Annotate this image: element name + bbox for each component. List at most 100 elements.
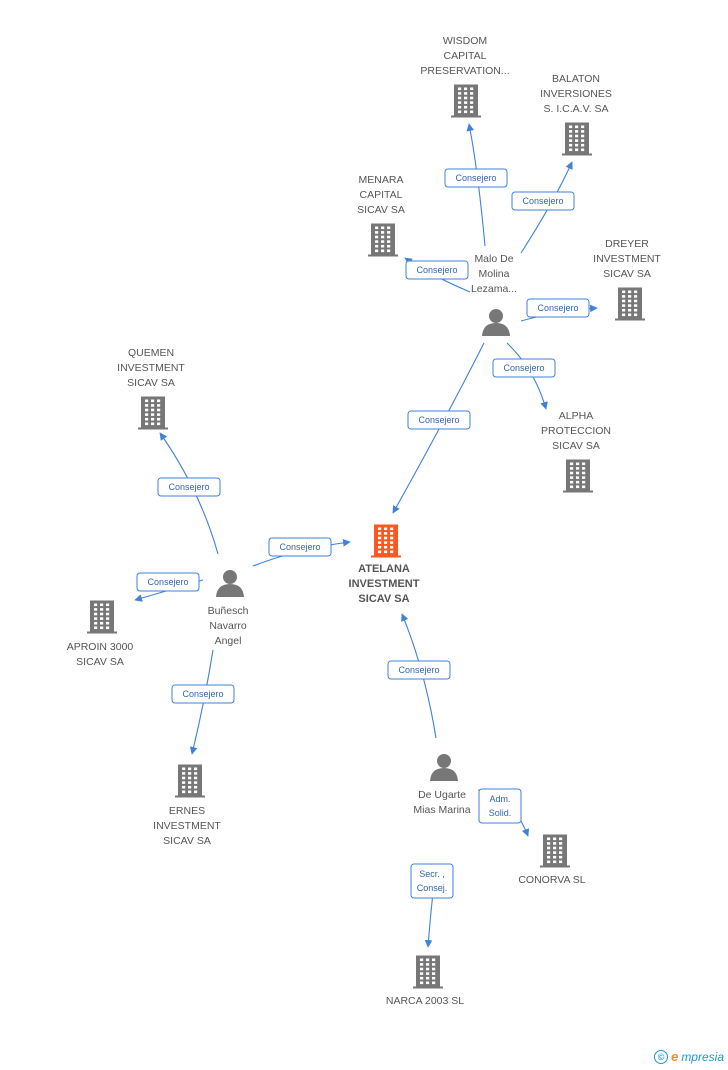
building-icon — [368, 223, 398, 257]
edge-label-malo-alpha[interactable]: Consejero — [492, 358, 556, 378]
node-label-narca: NARCA 2003 SL — [386, 995, 464, 1007]
building-icon — [175, 764, 205, 798]
node-dreyer[interactable]: DREYER INVESTMENT SICAV SA — [593, 238, 661, 321]
node-label-alpha: ALPHA — [559, 410, 593, 422]
edge-label-box — [526, 298, 590, 318]
node-label-ernes: INVESTMENT — [153, 820, 221, 832]
edge-label-box — [136, 572, 200, 592]
node-conorva[interactable]: CONORVA SL — [518, 834, 586, 887]
edge-label-box — [268, 537, 332, 557]
edge-label-box — [405, 260, 469, 280]
building-icon — [87, 600, 117, 634]
node-label-malo: Molina — [479, 268, 510, 280]
node-label-atelana: INVESTMENT — [349, 578, 420, 590]
edge-label-deugarte-narca[interactable]: Secr. , Consej. — [410, 863, 454, 899]
copyright-icon: © — [654, 1049, 669, 1064]
edge-label-text: Consej. — [417, 883, 448, 893]
node-label-balaton: S. I.C.A.V. SA — [544, 103, 609, 115]
edge-label-box — [478, 788, 522, 824]
node-label-balaton: INVERSIONES — [540, 88, 612, 100]
node-label-deugarte: De Ugarte — [418, 789, 466, 801]
node-label-deugarte: Mias Marina — [413, 804, 470, 816]
building-icon — [562, 122, 592, 156]
edge-label-bunesch-aproin[interactable]: Consejero — [136, 572, 200, 592]
node-narca[interactable]: NARCA 2003 SL — [386, 955, 464, 1008]
edge-label-bunesch-quemen[interactable]: Consejero — [157, 477, 221, 497]
node-quemen[interactable]: QUEMEN INVESTMENT SICAV SA — [117, 347, 185, 430]
node-atelana[interactable]: ATELANA INVESTMENT SICAV SA — [349, 524, 420, 606]
building-icon — [615, 287, 645, 321]
node-label-aproin: APROIN 3000 — [67, 641, 134, 653]
edge-label-box — [444, 168, 508, 188]
node-label-dreyer: SICAV SA — [603, 268, 651, 280]
edge-label-text: Consejero — [455, 173, 496, 183]
brand-logo-initial: e — [671, 1049, 679, 1064]
node-label-atelana: ATELANA — [358, 563, 410, 575]
node-label-quemen: INVESTMENT — [117, 362, 185, 374]
node-label-alpha: PROTECCION — [541, 425, 611, 437]
edge-label-text: Consejero — [398, 665, 439, 675]
edge-label-box — [407, 410, 471, 430]
edge-label-malo-balaton[interactable]: Consejero — [511, 191, 575, 211]
edge-label-text: Consejero — [168, 482, 209, 492]
node-label-wisdom: PRESERVATION... — [420, 65, 509, 77]
edge-label-box — [511, 191, 575, 211]
node-label-balaton: BALATON — [552, 73, 600, 85]
node-label-conorva: CONORVA SL — [518, 874, 585, 886]
edge-label-text: Consejero — [522, 196, 563, 206]
edge-label-bunesch-ernes[interactable]: Consejero — [171, 684, 235, 704]
node-malo[interactable]: Malo DeMolinaLezama... — [471, 253, 517, 336]
node-wisdom[interactable]: WISDOM CAPITAL PRESERVATION... — [420, 35, 510, 118]
edge-label-text: Secr. , — [419, 869, 445, 879]
node-alpha[interactable]: ALPHA PROTECCION SICAV SA — [541, 410, 611, 493]
edge-label-malo-dreyer[interactable]: Consejero — [526, 298, 590, 318]
edge-label-deugarte-atelana[interactable]: Consejero — [387, 660, 451, 680]
edge-label-text: Consejero — [503, 363, 544, 373]
node-label-bunesch: Navarro — [209, 620, 247, 632]
building-icon — [563, 459, 593, 493]
node-label-quemen: SICAV SA — [127, 377, 175, 389]
edge-label-text: Consejero — [418, 415, 459, 425]
node-label-malo: Malo De — [474, 253, 513, 265]
node-label-wisdom: WISDOM — [443, 35, 487, 47]
edge-label-text: Consejero — [182, 689, 223, 699]
edge-label-malo-menara[interactable]: Consejero — [405, 260, 469, 280]
edge-label-deugarte-conorva[interactable]: Adm.Solid. — [478, 788, 522, 824]
building-icon — [371, 524, 401, 558]
node-label-quemen: QUEMEN — [128, 347, 174, 359]
edge-label-text: Consejero — [147, 577, 188, 587]
person-icon — [482, 309, 510, 336]
building-icon — [413, 955, 443, 989]
node-label-menara: CAPITAL — [360, 189, 403, 201]
node-balaton[interactable]: BALATON INVERSIONES S. I.C.A.V. SA — [540, 73, 612, 156]
edge-label-text: Solid. — [489, 808, 512, 818]
node-label-wisdom: CAPITAL — [444, 50, 487, 62]
node-label-dreyer: DREYER — [605, 238, 649, 250]
edge-label-box — [492, 358, 556, 378]
edge-label-box — [410, 863, 454, 899]
node-label-alpha: SICAV SA — [552, 440, 600, 452]
edge-label-box — [171, 684, 235, 704]
node-label-ernes: ERNES — [169, 805, 205, 817]
edge-label-box — [387, 660, 451, 680]
edge-label-bunesch-atelana[interactable]: Consejero — [268, 537, 332, 557]
edge-label-malo-wisdom[interactable]: Consejero — [444, 168, 508, 188]
edge-label-malo-atelana[interactable]: Consejero — [407, 410, 471, 430]
edge-labels-layer: ConsejeroConsejeroConsejeroConsejeroCons… — [136, 168, 590, 899]
node-label-menara: MENARA — [359, 174, 404, 186]
edge-label-text: Consejero — [537, 303, 578, 313]
building-icon — [540, 834, 570, 868]
node-label-atelana: SICAV SA — [358, 593, 409, 605]
node-label-dreyer: INVESTMENT — [593, 253, 661, 265]
edge-label-box — [157, 477, 221, 497]
brand-logo-text: mpresia — [681, 1049, 724, 1064]
building-icon — [138, 396, 168, 430]
